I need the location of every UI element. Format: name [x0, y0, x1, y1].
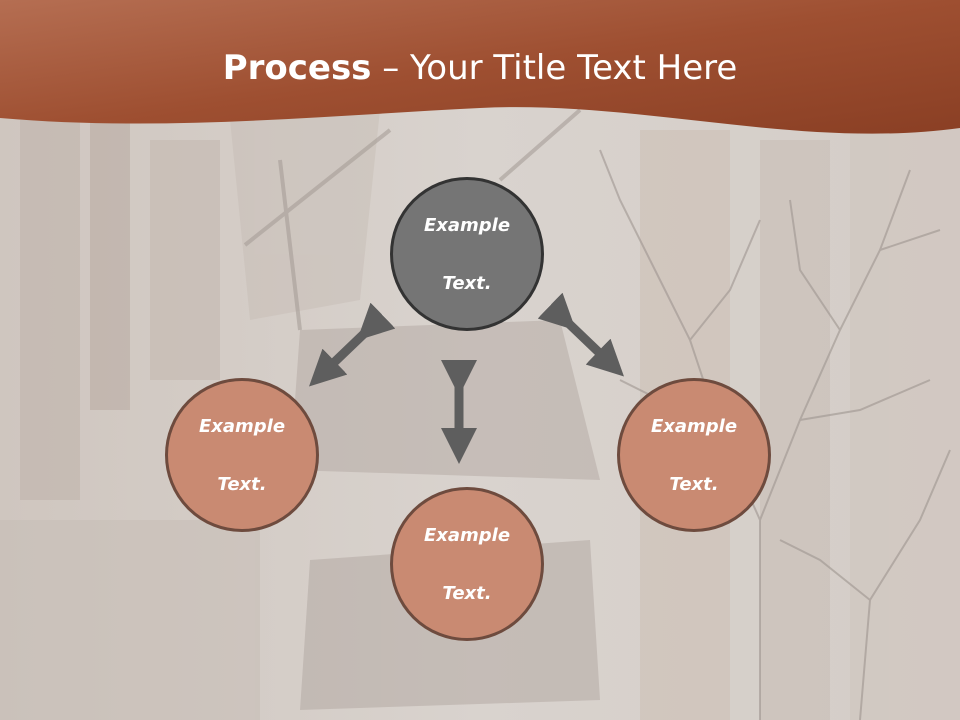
node-right-line1: Example: [650, 415, 738, 437]
title-rest: – Your Title Text Here: [371, 48, 738, 88]
header-band: [0, 0, 960, 134]
node-top-line2: Text.: [442, 272, 492, 294]
node-bottom-line1: Example: [423, 524, 511, 546]
node-right-line2: Text.: [669, 473, 719, 495]
double-arrow-icon: [309, 302, 396, 387]
node-left-line2: Text.: [217, 473, 267, 495]
title-bold: Process: [222, 48, 372, 88]
node-bottom-line2: Text.: [442, 582, 492, 604]
node-top-line1: Example: [423, 214, 511, 236]
slide-title: Process – Your Title Text Here: [0, 48, 960, 88]
node-left-line1: Example: [198, 415, 286, 437]
double-arrow-icon: [537, 292, 624, 377]
